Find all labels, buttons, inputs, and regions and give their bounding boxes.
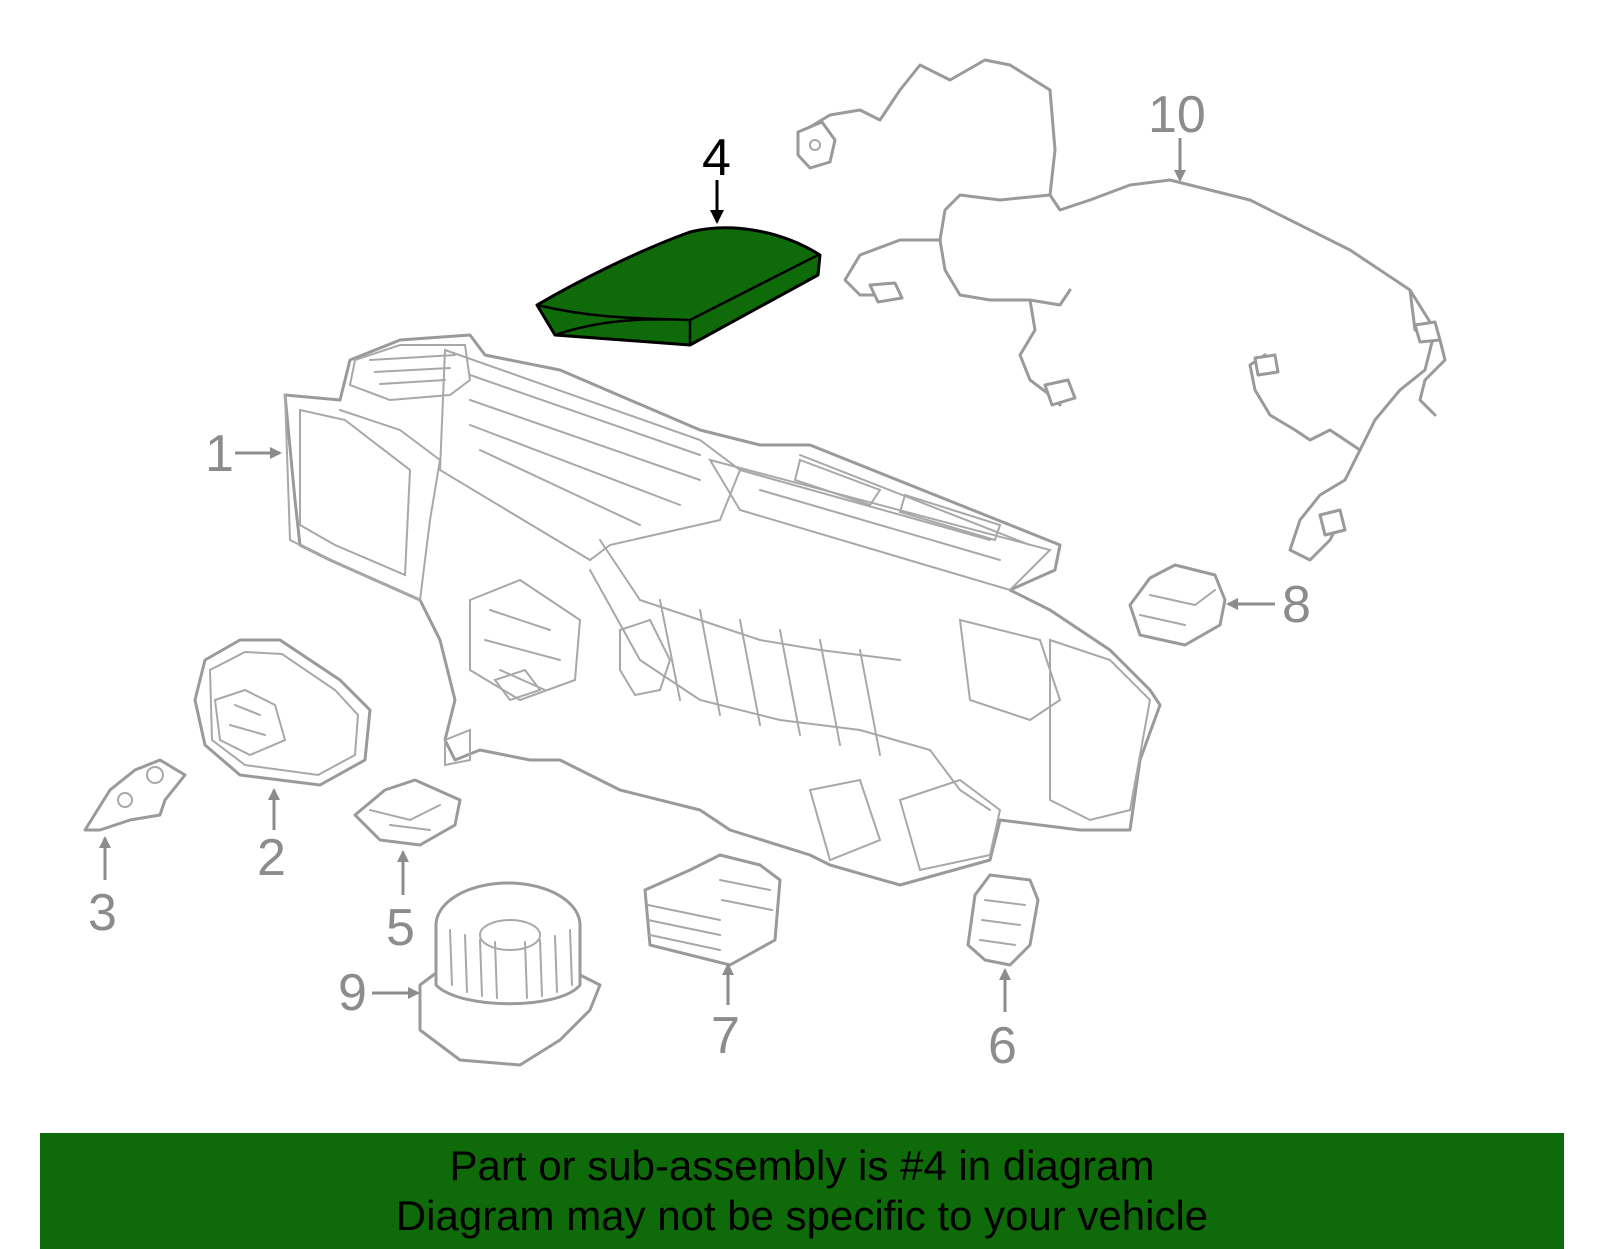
callout-label-9: 9 xyxy=(338,964,367,1022)
callout-label-5: 5 xyxy=(386,899,415,957)
info-banner: Part or sub-assembly is #4 in diagram Di… xyxy=(40,1133,1564,1249)
callout-1: 1 xyxy=(205,425,282,483)
banner-line-1: Part or sub-assembly is #4 in diagram xyxy=(449,1142,1155,1189)
cabin-filter-part-4 xyxy=(535,226,822,347)
callout-label-4: 4 xyxy=(702,129,731,187)
callout-5: 5 xyxy=(386,850,415,957)
hvac-housing-part-1 xyxy=(283,333,1162,887)
callout-label-7: 7 xyxy=(711,1007,740,1065)
callout-4: 4 xyxy=(702,129,731,224)
callout-label-8: 8 xyxy=(1282,576,1311,634)
bracket-part-3 xyxy=(83,758,187,832)
callout-7: 7 xyxy=(711,963,740,1065)
banner-line-2: Diagram may not be specific to your vehi… xyxy=(395,1192,1209,1239)
callout-label-1: 1 xyxy=(205,425,234,483)
callout-10: 10 xyxy=(1148,86,1206,182)
actuator-part-5 xyxy=(353,778,462,847)
wiring-harness-part-10 xyxy=(796,58,1447,562)
callout-label-2: 2 xyxy=(257,829,286,887)
parts-diagram: 1 2 3 4 5 6 7 8 9 10 xyxy=(83,58,1447,1075)
callout-label-10: 10 xyxy=(1148,86,1206,144)
blower-motor-part-9 xyxy=(418,881,602,1067)
resistor-part-7 xyxy=(643,853,782,967)
sensor-part-6 xyxy=(966,873,1040,967)
callout-8: 8 xyxy=(1226,576,1311,634)
callout-label-3: 3 xyxy=(88,884,117,942)
callout-2: 2 xyxy=(257,788,286,887)
blower-cover-part-2 xyxy=(193,638,372,787)
callout-6: 6 xyxy=(988,968,1017,1075)
control-module-part-8 xyxy=(1128,563,1227,647)
callout-label-6: 6 xyxy=(988,1017,1017,1075)
callout-9: 9 xyxy=(338,964,420,1022)
callout-3: 3 xyxy=(88,836,117,942)
